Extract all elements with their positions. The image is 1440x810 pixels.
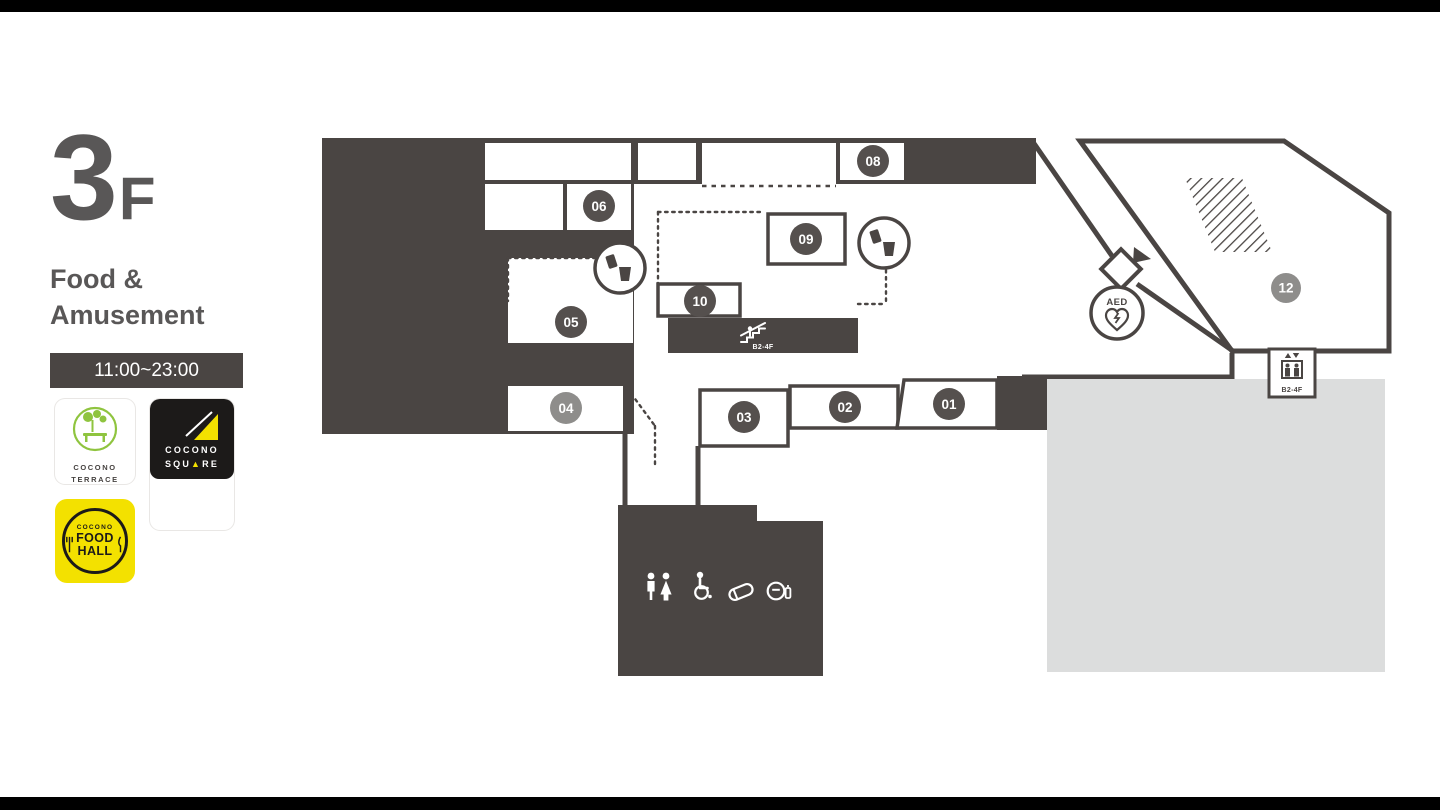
open-area (702, 143, 836, 188)
knife-icon (117, 536, 122, 553)
escalator-area: B2-4F (668, 318, 858, 353)
logo-cocono-food-hall[interactable]: COCONO FOOD HALL (55, 499, 135, 584)
food-hall-text: FOOD HALL (76, 531, 114, 559)
floor-number: 3 (50, 109, 118, 245)
elevator-area: B2-4F (1267, 347, 1317, 399)
stairs-area (1185, 178, 1272, 252)
shop-badge-10[interactable]: 10 (684, 285, 716, 317)
aed-badge: AED (1089, 285, 1145, 341)
elevator-icon: B2-4F (1281, 353, 1303, 394)
badge-number: 04 (558, 401, 574, 416)
floor-category-line-1: Food & (50, 264, 143, 294)
badge-circle (550, 392, 582, 424)
boundary-wall (1022, 353, 1235, 380)
badge-number: 08 (865, 154, 881, 169)
floor-category-line-2: Amusement (50, 299, 205, 330)
shop-room (485, 143, 631, 180)
floor-suffix: F (118, 165, 156, 232)
vending-machine-icon (857, 216, 911, 270)
corridor-wall-diagonal (1030, 140, 1115, 258)
baby-care-icon (728, 582, 754, 602)
shop-room (485, 184, 563, 230)
logo-cocono-square[interactable]: COCONO SQU▲RE (150, 399, 234, 531)
badge-circle (684, 285, 716, 317)
building-connector-east (997, 376, 1047, 430)
badge-number: 01 (941, 397, 957, 412)
badge-circle (583, 190, 615, 222)
food-hall-top-text: COCONO (76, 524, 114, 532)
terrace-illustration-icon (72, 407, 118, 452)
floor-info-panel: 3F Food & Amusement 11:00~23:00 CO (50, 116, 270, 599)
restroom-block (618, 505, 823, 676)
restroom-facility-icons (647, 571, 792, 602)
badge-number: 05 (563, 315, 579, 330)
arrow-icon (1133, 247, 1151, 263)
badge-circle (790, 223, 822, 255)
fork-icon (66, 537, 74, 553)
floor-title: 3F (50, 116, 270, 238)
escalator-floors-label: B2-4F (753, 344, 774, 351)
escalator-icon (740, 322, 766, 343)
badge-circle (857, 145, 889, 177)
badge-circle (555, 306, 587, 338)
badge-number: 02 (837, 400, 852, 415)
letterbox-bottom (0, 797, 1440, 810)
vending-machine-icon (593, 241, 647, 295)
shop-badge-01[interactable]: 01 (933, 388, 965, 420)
elevator-floors-label: B2-4F (1282, 387, 1303, 394)
square-logo-text: COCONO SQU▲RE (164, 445, 220, 469)
walkway-dotted-line (625, 386, 657, 428)
badge-circle (933, 388, 965, 420)
aed-label: AED (1106, 297, 1127, 308)
shop-badge-05[interactable]: 05 (555, 306, 587, 338)
shop-badge-03[interactable]: 03 (728, 401, 760, 433)
diamond-marker (1098, 246, 1151, 292)
badge-circle (1271, 273, 1301, 303)
badge-number: 03 (736, 410, 752, 425)
shop-badge-02[interactable]: 02 (829, 391, 861, 423)
badge-circle (728, 401, 760, 433)
shop-badge-09[interactable]: 09 (790, 223, 822, 255)
badge-circle (829, 391, 861, 423)
nursing-room-icon (766, 581, 792, 601)
shop-room-03 (698, 388, 790, 448)
badge-number: 09 (798, 232, 813, 247)
restroom-icon (647, 572, 672, 601)
wheelchair-icon (694, 571, 712, 600)
floor-category: Food & Amusement (50, 262, 270, 333)
opening-hours-badge: 11:00~23:00 (50, 353, 243, 389)
shop-badge-12[interactable]: 12 (1271, 273, 1301, 303)
corridor-wall-diagonal (1135, 281, 1235, 354)
shop-badge-08[interactable]: 08 (857, 145, 889, 177)
badge-number: 06 (591, 199, 607, 214)
shop-badge-06[interactable]: 06 (583, 190, 615, 222)
badge-number: 10 (692, 294, 707, 309)
shop-room (638, 143, 696, 180)
square-triangle-icon (185, 411, 218, 441)
badge-number: 12 (1278, 281, 1293, 296)
food-hall-ellipse: COCONO FOOD HALL (62, 508, 128, 575)
square-logo-block: COCONO SQU▲RE (150, 399, 234, 480)
letterbox-top (0, 0, 1440, 12)
shop-badge-04[interactable]: 04 (550, 392, 582, 424)
heart-icon (1104, 307, 1130, 332)
closed-area (1047, 379, 1385, 672)
